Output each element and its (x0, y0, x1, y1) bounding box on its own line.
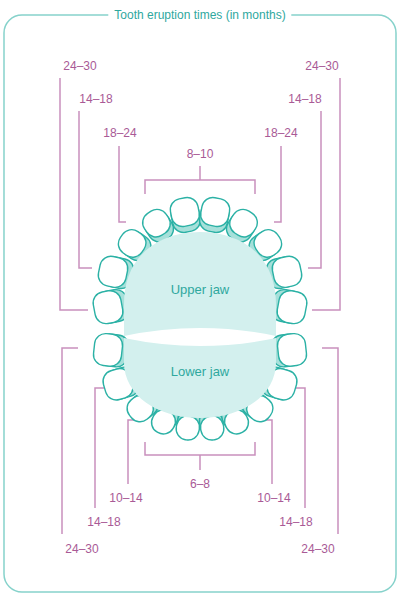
bracket-lines (60, 78, 340, 534)
bracket (95, 388, 104, 508)
bracket (322, 348, 338, 534)
panel-border (4, 15, 396, 592)
jaw-region: Lower jaw (124, 338, 276, 418)
jaw-region: Upper jaw (124, 232, 276, 336)
eruption-time: 6–8 (188, 477, 212, 491)
tooth-crown (199, 196, 232, 229)
palate-fill (124, 232, 276, 336)
eruption-time: 14–18 (77, 92, 114, 106)
tooth-crown (199, 414, 226, 442)
jaw-label: Lower jaw (171, 364, 230, 380)
eruption-time: 24–30 (299, 542, 336, 556)
diagram-title: Tooth eruption times (in months) (108, 8, 291, 22)
tooth-crown (276, 332, 307, 367)
eruption-time: 8–10 (185, 147, 216, 161)
tooth-crown (168, 196, 201, 229)
tooth-crown (270, 254, 304, 289)
bracket (308, 111, 321, 268)
eruption-time: 10–14 (107, 491, 144, 505)
eruption-time: 14–18 (85, 515, 122, 529)
bracket (119, 146, 126, 222)
bracket (264, 420, 272, 484)
tooth-crown (96, 254, 130, 289)
tooth-crown (91, 289, 124, 326)
eruption-time: 18–24 (262, 126, 299, 140)
tooth-crown (174, 414, 201, 442)
eruption-time: 10–14 (255, 491, 292, 505)
bracket (62, 348, 78, 534)
bracket (145, 442, 255, 470)
bracket (145, 166, 255, 194)
bracket (79, 111, 92, 268)
jaw-label: Upper jaw (171, 282, 230, 298)
bracket (128, 420, 136, 484)
bracket (60, 78, 88, 310)
bracket (312, 78, 340, 310)
eruption-time: 24–30 (303, 59, 340, 73)
tooth-crown (275, 289, 308, 326)
bracket (274, 146, 281, 222)
eruption-time: 14–18 (277, 515, 314, 529)
eruption-time: 24–30 (63, 542, 100, 556)
bracket (296, 388, 305, 508)
palate-fill (124, 338, 276, 418)
eruption-time: 14–18 (286, 92, 323, 106)
eruption-time: 18–24 (101, 126, 138, 140)
eruption-time: 24–30 (61, 59, 98, 73)
tooth-crown (92, 332, 123, 367)
teeth (91, 196, 308, 442)
